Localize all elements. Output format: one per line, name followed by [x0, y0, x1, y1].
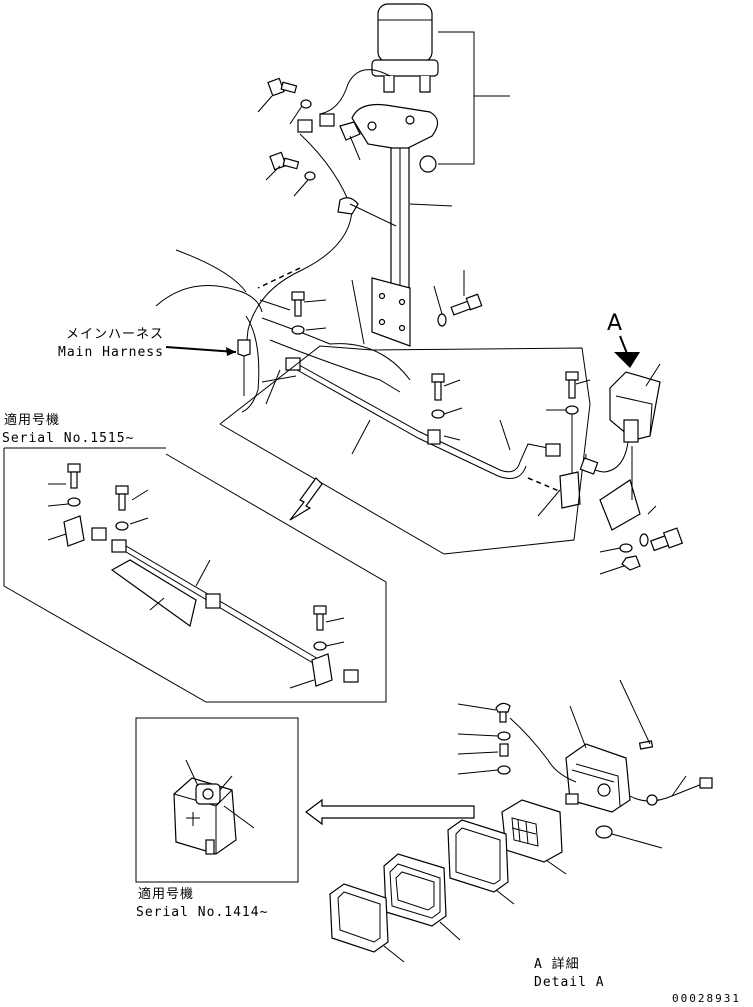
bolt: [565, 371, 579, 399]
detail-a-label-jp: A 詳細: [534, 957, 580, 972]
lamp-lens: [501, 799, 563, 863]
beacon-lamp: [371, 3, 439, 93]
harness-clamp: [427, 429, 441, 445]
nut: [621, 555, 641, 571]
main-harness-label-en: Main Harness: [58, 345, 164, 360]
document-number: 00028931: [672, 992, 741, 1005]
washer: [497, 765, 511, 775]
harness-hidden-line: [527, 477, 567, 495]
work-lamp-bracket: [599, 479, 641, 531]
bolt: [269, 151, 300, 171]
screw: [495, 702, 511, 723]
connector: [699, 777, 713, 789]
beacon-nut: [419, 155, 437, 173]
washer: [304, 171, 316, 181]
bolt: [450, 293, 483, 316]
harness-clamp: [337, 197, 359, 215]
serial-1414-label-jp: 適用号機: [138, 887, 195, 902]
washer: [639, 533, 649, 547]
leader-lines: [599, 363, 661, 575]
serial-1515-label-jp: 適用号機: [4, 413, 61, 428]
serial-1414-inset: [135, 717, 299, 883]
serial-1515-label-en: Serial No.1515~: [2, 431, 135, 446]
leader-line: [351, 279, 365, 345]
bolt: [313, 605, 327, 631]
grommet: [595, 825, 613, 839]
connector: [579, 457, 599, 475]
connector: [545, 443, 561, 457]
connector: [565, 793, 579, 805]
detail-frame: [219, 345, 591, 555]
lamp-cover: [329, 883, 389, 953]
beacon-wire: [319, 69, 391, 115]
machine-body-outline: [155, 249, 411, 413]
lens-gasket: [447, 819, 509, 893]
lamp-wire: [509, 717, 577, 783]
washer: [565, 405, 579, 415]
serial-1515-detail: [3, 447, 387, 703]
bolt: [650, 527, 684, 552]
main-harness-arrow: [165, 346, 237, 353]
beacon-pole: [390, 147, 410, 289]
bolt: [67, 463, 81, 489]
bolt: [431, 373, 445, 401]
pole-mounting-plate: [371, 277, 411, 347]
work-lamp: [609, 371, 661, 443]
leader-lines: [257, 31, 510, 315]
main-harness-connector: [237, 339, 251, 357]
lamp-harness: [629, 783, 703, 802]
washer: [437, 313, 447, 327]
bolt: [291, 291, 305, 317]
harness-hidden-line: [257, 267, 301, 289]
washer: [431, 409, 445, 419]
washer: [291, 325, 305, 335]
main-harness-label-jp: メインハーネス: [66, 327, 165, 342]
wire-clip: [339, 121, 361, 141]
detail-a-marker: A: [607, 311, 623, 336]
washer: [300, 99, 312, 109]
leader-lines: [259, 299, 591, 517]
beacon-bracket-plate: [351, 103, 439, 151]
screw: [499, 743, 509, 757]
detail-a-arrowhead: [614, 352, 640, 368]
grommet: [646, 794, 658, 806]
connector: [319, 113, 335, 127]
lamp-bezel: [383, 853, 447, 927]
bolt: [115, 485, 129, 511]
washer: [497, 731, 511, 741]
view-arrow: [289, 477, 323, 521]
connector: [297, 119, 313, 133]
inset-pointer-arrow: [305, 798, 475, 826]
washer: [619, 543, 633, 553]
serial-1414-label-en: Serial No.1414~: [136, 905, 269, 920]
beacon-harness: [245, 133, 353, 351]
leader-lines: [383, 679, 687, 963]
detail-a-label-en: Detail A: [534, 975, 605, 990]
label-tag: [638, 740, 654, 750]
bolt: [267, 77, 298, 97]
lamp-bracket: [559, 471, 581, 509]
harness-clamp: [285, 357, 301, 371]
